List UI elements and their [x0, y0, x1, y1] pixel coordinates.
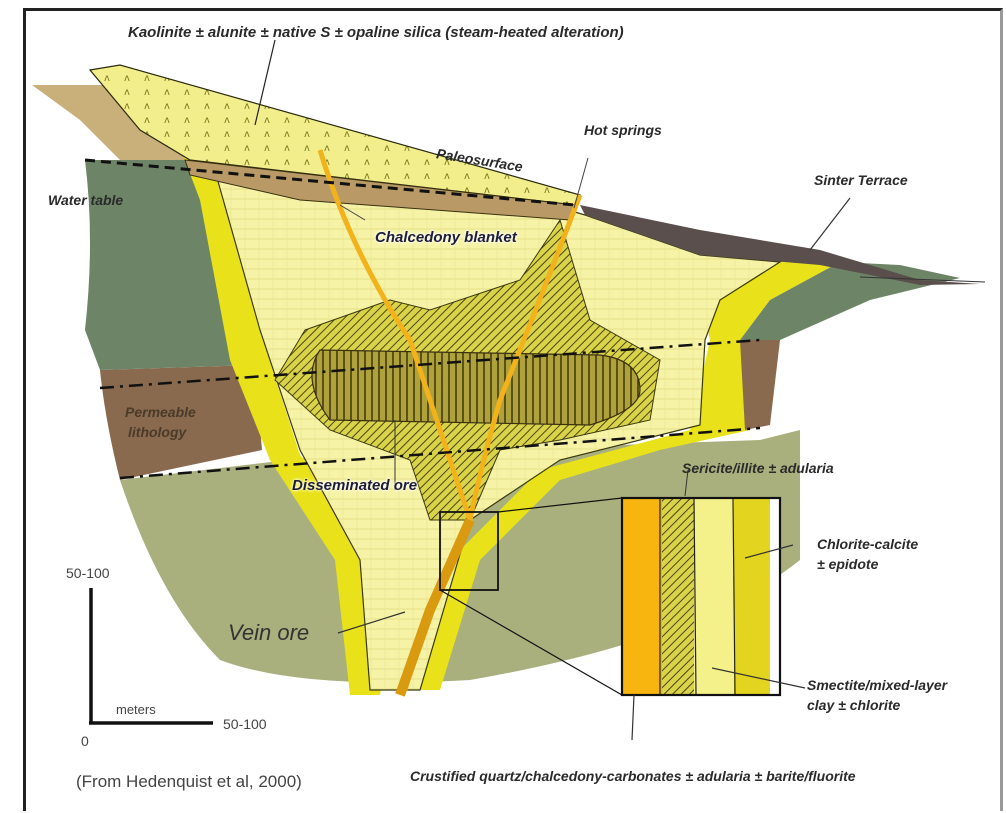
yellow-halo-right	[420, 255, 840, 690]
label-chlorite-calcite-1: Chlorite-calcite	[817, 536, 919, 552]
green-left	[85, 160, 230, 330]
label-chalcedony-blanket: Chalcedony blanket	[375, 229, 517, 246]
scale-unit: meters	[116, 702, 156, 717]
dashdot-upper	[99, 338, 761, 390]
water-table-line	[84, 158, 576, 207]
label-sericite: Sericite/illite ± adularia	[682, 460, 834, 476]
vein-inset	[620, 496, 782, 697]
yellow-halo	[160, 95, 395, 695]
disseminated-ore-zone	[311, 349, 641, 426]
scale-origin: 0	[81, 733, 89, 749]
permeable-lithology	[100, 365, 262, 480]
scale-vertical-max: 50-100	[66, 565, 110, 581]
brown-right	[740, 340, 780, 430]
label-smectite-2: clay ± chlorite	[807, 697, 901, 713]
label-permeable-1: Permeable	[125, 404, 196, 420]
green-mid	[85, 330, 255, 370]
label-sinter-terrace: Sinter Terrace	[814, 172, 908, 188]
title-steam-heated: Kaolinite ± alunite ± native S ± opaline…	[128, 24, 624, 41]
sinter-terrace	[580, 205, 980, 285]
label-chlorite-calcite-2: ± epidote	[817, 556, 879, 572]
inset-locator-box	[439, 511, 499, 591]
label-hot-springs: Hot springs	[584, 122, 662, 138]
label-permeable-2: lithology	[128, 424, 187, 440]
label-disseminated-ore: Disseminated ore	[292, 477, 418, 494]
label-smectite-1: Smectite/mixed-layer	[807, 677, 948, 693]
vein-right	[467, 194, 583, 521]
scale-bar	[89, 588, 213, 725]
scale-horizontal-max: 50-100	[223, 716, 267, 732]
citation: (From Hedenquist et al, 2000)	[76, 772, 302, 791]
label-water-table: Water table	[48, 192, 124, 208]
label-vein-ore: Vein ore	[228, 620, 310, 645]
vein-trunk	[395, 517, 475, 697]
label-crustified: Crustified quartz/chalcedony-carbonates …	[410, 768, 856, 784]
chalcedony-blanket	[184, 159, 576, 221]
dashdot-lower	[119, 426, 761, 480]
